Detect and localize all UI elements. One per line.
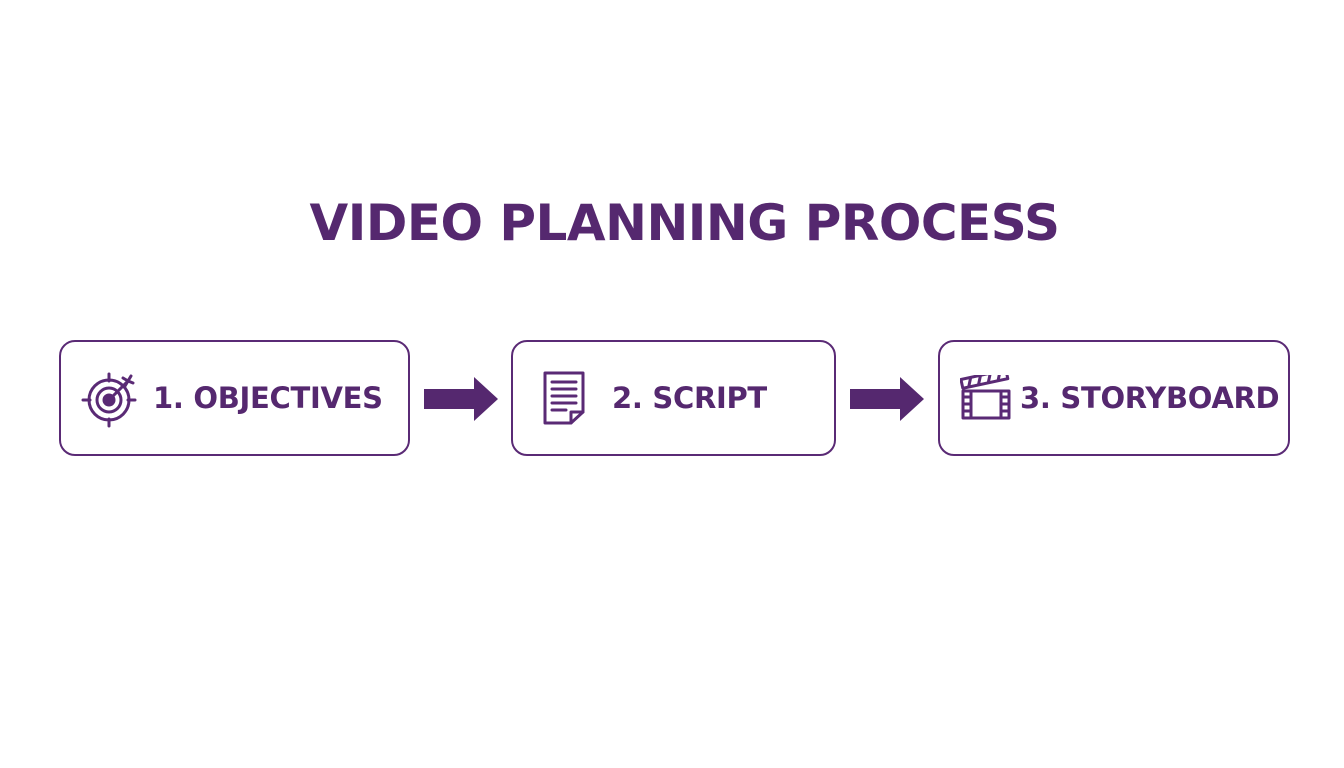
step-script: 2. SCRIPT <box>511 340 836 456</box>
arrow-right-icon <box>424 377 498 421</box>
step-label: 1. OBJECTIVES <box>153 381 383 415</box>
step-label: 2. SCRIPT <box>612 381 767 415</box>
step-label: 3. STORYBOARD <box>1020 381 1280 415</box>
document-icon <box>543 371 585 425</box>
arrow-right-icon <box>850 377 924 421</box>
step-objectives: 1. OBJECTIVES <box>59 340 410 456</box>
clapperboard-icon <box>960 375 1011 420</box>
target-icon <box>81 372 137 428</box>
step-storyboard: 3. STORYBOARD <box>938 340 1290 456</box>
diagram-title: VIDEO PLANNING PROCESS <box>309 194 1060 252</box>
